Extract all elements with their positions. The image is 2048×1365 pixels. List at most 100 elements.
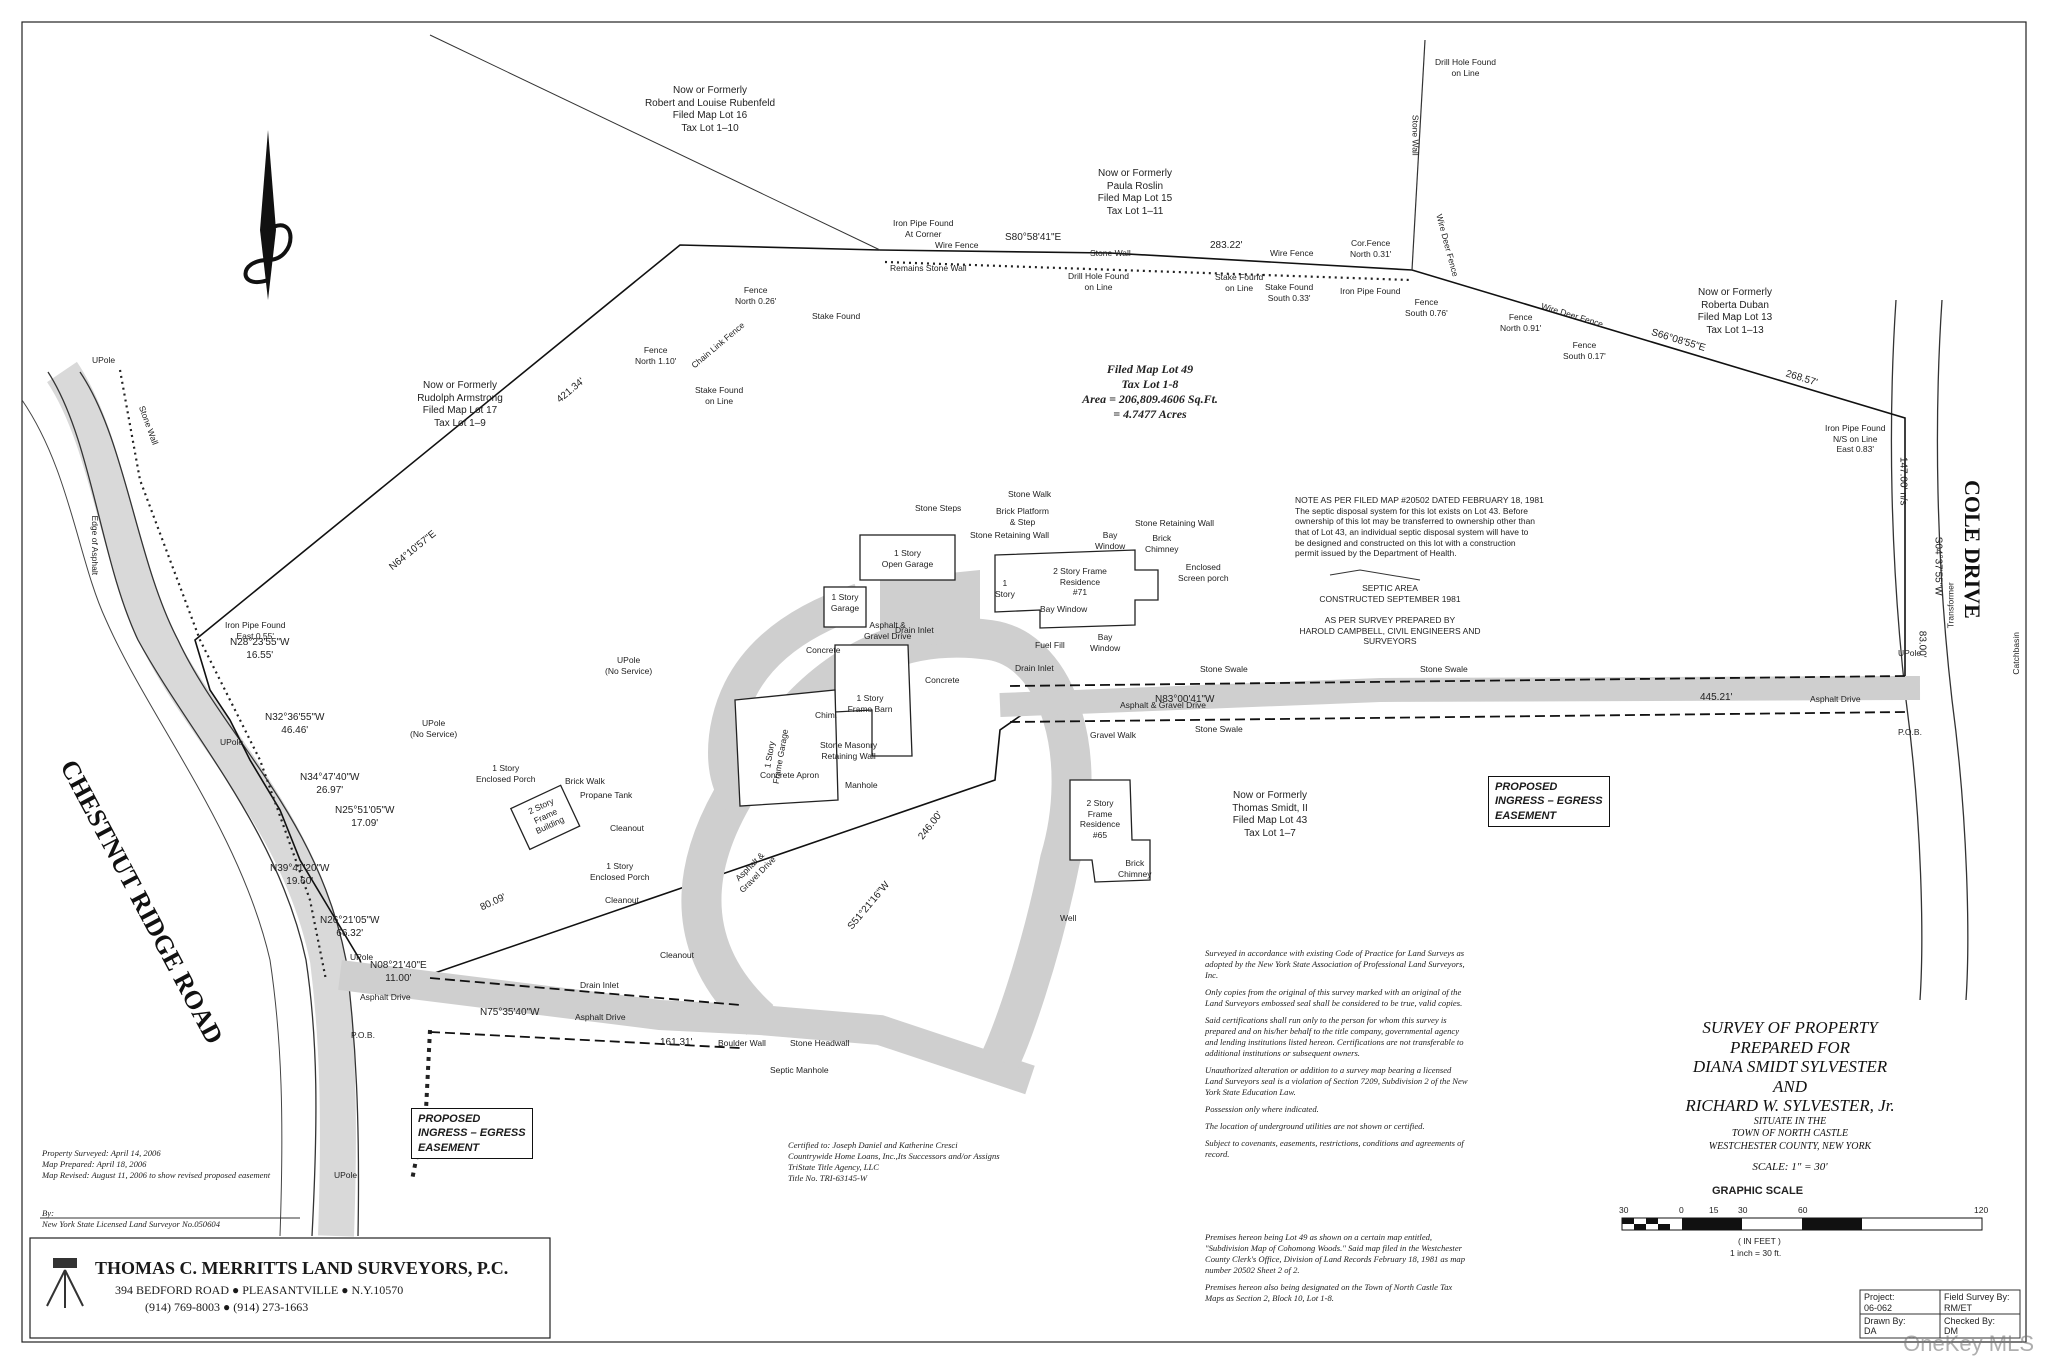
transformer: Transformer — [1945, 582, 1956, 629]
remains-stone-wall: Remains Stone Wall — [890, 263, 967, 273]
note-3: Unauthorized alteration or addition to a… — [1205, 1065, 1468, 1097]
concrete-1: Concrete — [806, 645, 841, 655]
distance-147: 147.00' n/s — [1897, 456, 1909, 506]
upole-1: UPole — [220, 737, 244, 747]
bearing-n08: N08°21'40"E 11.00' — [370, 960, 427, 984]
brick-chimney-65: Brick Chimney — [1118, 858, 1152, 879]
title-line-3: DIANA SMIDT SYLVESTER — [1692, 1057, 1888, 1077]
proposed-easement-east: PROPOSED INGRESS – EGRESS EASEMENT — [1488, 776, 1610, 827]
wire-fence-2: Wire Fence — [1270, 248, 1314, 258]
bearing-n25: N25°51'05"W 17.09' — [335, 805, 395, 829]
stake-found: Stake Found — [812, 311, 861, 321]
stone-masonry: Stone Masonry Retaining Wall — [820, 740, 878, 761]
upole-4: UPole — [1898, 648, 1922, 658]
note-5: The location of underground utilities ar… — [1205, 1121, 1425, 1131]
manhole: Manhole — [845, 780, 878, 790]
iron-pipe-left: Iron Pipe Found East 0.55' — [225, 620, 286, 641]
asphalt-edge-far-west — [21, 399, 283, 1237]
scale-tick-1: 0 — [1679, 1205, 1684, 1215]
title-line-1: SURVEY OF PROPERTY — [1702, 1018, 1878, 1037]
bearing-n83: N83°00'41"W — [1155, 694, 1215, 705]
asphalt-drive-3: Asphalt Drive — [1810, 694, 1861, 704]
stone-headwall: Stone Headwall — [790, 1038, 850, 1048]
cleanout-3: Cleanout — [660, 950, 695, 960]
fuel-fill: Fuel Fill — [1035, 640, 1065, 650]
one-story: 1 Story — [995, 578, 1015, 599]
garage-outline — [823, 586, 867, 628]
stone-retaining-wall-2: Stone Retaining Wall — [1135, 518, 1215, 528]
graphic-scale-title: GRAPHIC SCALE — [1712, 1185, 1804, 1197]
scale-tick-5: 120 — [1974, 1205, 1989, 1215]
well-label: Well — [1060, 913, 1077, 923]
scale-ratio: 1 inch = 30 ft. — [1730, 1248, 1782, 1258]
owner-roslin: Now or Formerly Paula Roslin Filed Map L… — [1097, 168, 1173, 217]
stone-steps: Stone Steps — [915, 503, 962, 513]
title-line-4: AND — [1773, 1076, 1807, 1096]
stone-wall-left — [118, 369, 328, 981]
graphic-scale-bar — [1621, 1217, 1983, 1231]
stake-found-on-line-2: Stake Found on Line — [695, 385, 744, 406]
easement-south — [1009, 711, 1906, 723]
title-line-8: WESTCHESTER COUNTY, NEW YORK — [1708, 1140, 1872, 1152]
stone-swale-2: Stone Swale — [1420, 664, 1468, 674]
stone-wall-top — [884, 260, 1411, 282]
stone-swale-1: Stone Swale — [1200, 664, 1248, 674]
company-box — [29, 1237, 551, 1339]
garage-label: 1 Story Garage — [830, 592, 860, 613]
survey-notes: Surveyed in accordance with existing Cod… — [1205, 948, 1470, 1166]
drain-inlet-1: Drain Inlet — [895, 625, 934, 635]
catchbasin: Catchbasin — [2010, 632, 2021, 675]
bearing-s04: S04°37'55"W — [1932, 536, 1944, 596]
bearing-n75: N75°35'40"W — [480, 1007, 540, 1018]
bearing-n39: N39°41'20"W 19.60' — [270, 863, 330, 887]
tb-field-label: Field Survey By: — [1944, 1292, 2010, 1302]
tb-drawn: DA — [1864, 1326, 1877, 1336]
title-line-7: TOWN OF NORTH CASTLE — [1731, 1128, 1849, 1140]
title-line-2: PREPARED FOR — [1729, 1037, 1851, 1057]
residence-71-outline — [994, 549, 1159, 629]
septic-leader — [1329, 569, 1421, 581]
note-6: Subject to covenants, easements, restric… — [1205, 1138, 1464, 1159]
residence-65-label: 2 Story Frame Residence #65 — [1079, 798, 1121, 840]
title-line-6: SITUATE IN THE — [1753, 1115, 1827, 1127]
propane-tank: Propane Tank — [580, 790, 633, 800]
bay-window-3: Bay Window — [1090, 632, 1121, 653]
iron-pipe-corner: Iron Pipe Found At Corner — [893, 218, 954, 239]
boulder-wall: Boulder Wall — [718, 1038, 766, 1048]
premises-notes: Premises hereon being Lot 49 as shown on… — [1205, 1232, 1470, 1310]
iron-pipe-found: Iron Pipe Found — [1340, 286, 1401, 296]
sheet-border — [21, 21, 2027, 1343]
gravel-walk: Gravel Walk — [1090, 730, 1136, 740]
note-8: Premises hereon also being designated on… — [1205, 1282, 1453, 1303]
property-boundary — [194, 244, 1906, 991]
bearing-s80: S80°58'41"E — [1005, 232, 1062, 243]
edge-asphalt-label: Edge of Asphalt — [90, 515, 101, 576]
asphalt-drive-2: Asphalt Drive — [575, 1012, 626, 1022]
title-scale: SCALE: 1" = 30' — [1752, 1161, 1828, 1174]
drain-inlet-3: Drain Inlet — [580, 980, 619, 990]
note-2: Said certifications shall run only to th… — [1205, 1015, 1464, 1058]
certified-to: Certified to: Joseph Daniel and Katherin… — [788, 1140, 1000, 1183]
company-name: THOMAS C. MERRITTS LAND SURVEYORS, P.C. — [95, 1258, 509, 1278]
tb-checked: DM — [1944, 1326, 1958, 1336]
bearing-n26: N26°21'05"W 66.32' — [320, 915, 380, 939]
lot-name: Filed Map Lot 49 — [1106, 362, 1194, 376]
scale-tick-0: 30 — [1619, 1205, 1629, 1215]
concrete-2: Concrete — [925, 675, 960, 685]
distance-445: 445.21' — [1700, 692, 1733, 703]
bay-window-2: Bay Window — [1040, 604, 1088, 614]
loop-drive — [681, 617, 1092, 1069]
residence-71-label: 2 Story Frame Residence #71 — [1053, 566, 1107, 598]
cor-fence: Cor.Fence North 0.31' — [1350, 238, 1392, 259]
surveyor-tripod-icon — [46, 1258, 84, 1308]
pob-west: P.O.B. — [351, 1030, 375, 1040]
easement-west-north — [429, 977, 741, 1006]
owner-duban: Now or Formerly Roberta Duban Filed Map … — [1697, 287, 1773, 336]
note-0: Surveyed in accordance with existing Cod… — [1205, 948, 1465, 980]
scale-tick-3: 30 — [1738, 1205, 1748, 1215]
stake-found-south: Stake Found South 0.33' — [1265, 282, 1314, 303]
brick-platform: Brick Platform & Step — [996, 506, 1049, 527]
bearing-n28: N28°23'55"W 16.55' — [230, 637, 290, 661]
cole-drive-edge-east — [1936, 299, 1969, 1001]
